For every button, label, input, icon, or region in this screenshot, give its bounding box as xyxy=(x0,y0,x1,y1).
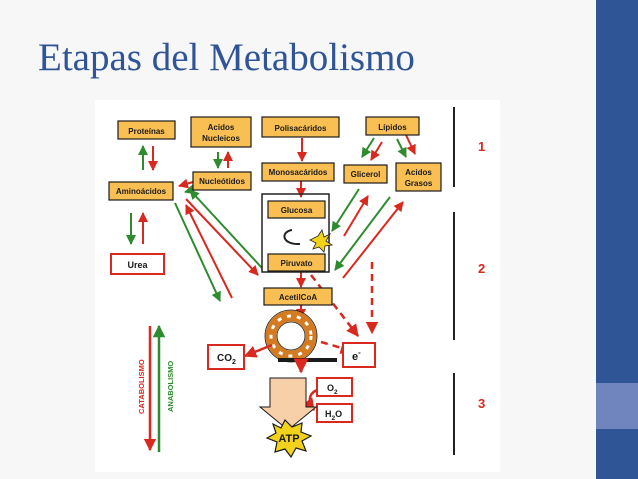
label-glucosa: Glucosa xyxy=(281,206,313,215)
box-aminoacidos xyxy=(108,181,174,201)
label-acidos-nucleicos-2: Nucleicos xyxy=(202,134,240,143)
metabolism-diagram-svg: 1 2 3 Proteínas xyxy=(108,107,485,459)
label-aminoacidos: Aminoácidos xyxy=(116,187,167,196)
label-polisacaridos: Polisacáridos xyxy=(274,124,327,133)
box-piruvato xyxy=(267,253,326,272)
stage-1-label: 1 xyxy=(478,139,485,154)
glycolysis-curve xyxy=(283,229,301,246)
box-co2 xyxy=(207,344,245,370)
box-acetilcoa xyxy=(263,287,333,306)
label-o2: O2 xyxy=(327,383,338,396)
arrow-to-co2 xyxy=(243,343,273,358)
label-piruvato: Piruvato xyxy=(280,259,312,268)
box-nucleotidos xyxy=(192,171,252,191)
label-acetilcoa: AcetilCoA xyxy=(279,293,317,302)
label-acidos-grasos-1: Acidos xyxy=(405,168,432,177)
label-urea: Urea xyxy=(127,260,148,270)
label-anabolismo: ANABOLISMO xyxy=(166,361,175,412)
label-glicerol: Glicerol xyxy=(351,170,381,179)
stage2-arrows xyxy=(126,188,404,354)
box-glucosa xyxy=(267,200,326,219)
box-monosacaridos xyxy=(261,162,335,182)
glycolysis-burst-icon xyxy=(309,229,334,253)
atp-burst-icon xyxy=(265,418,313,459)
slide-title: Etapas del Metabolismo xyxy=(38,36,415,79)
box-o2 xyxy=(316,377,353,397)
label-co2: CO2 xyxy=(217,353,236,366)
box-glicerol xyxy=(343,164,388,184)
metabolism-diagram: 1 2 3 Proteínas xyxy=(95,100,500,472)
label-proteinas: Proteínas xyxy=(128,127,165,136)
krebs-cycle-icon xyxy=(264,309,318,363)
stage-2-label: 2 xyxy=(478,261,485,276)
label-atp: ATP xyxy=(278,433,299,445)
label-h2o: H2O xyxy=(325,409,342,422)
atp-production-arrow xyxy=(258,377,318,431)
sidebar-accent xyxy=(596,383,638,429)
label-nucleotidos: Nucleótidos xyxy=(199,177,245,186)
label-acidos-grasos-2: Grasos xyxy=(405,179,433,188)
box-urea xyxy=(110,253,165,275)
box-acidos-grasos xyxy=(395,162,442,192)
label-acidos-nucleicos-1: Acidos xyxy=(208,123,235,132)
box-electron xyxy=(342,342,376,368)
glycolysis-frame xyxy=(261,193,330,273)
label-lipidos: Lípidos xyxy=(378,123,407,132)
box-h2o xyxy=(316,403,353,423)
box-lipidos xyxy=(365,116,420,136)
box-acidos-nucleicos xyxy=(190,116,252,148)
label-electron: e- xyxy=(352,348,361,363)
box-proteinas xyxy=(117,120,176,140)
box-polisacaridos xyxy=(261,116,340,138)
stage1-arrows xyxy=(138,134,416,198)
label-monosacaridos: Monosacáridos xyxy=(269,168,328,177)
stage-3-label: 3 xyxy=(478,396,485,411)
label-catabolismo: CATABOLISMO xyxy=(137,359,146,414)
